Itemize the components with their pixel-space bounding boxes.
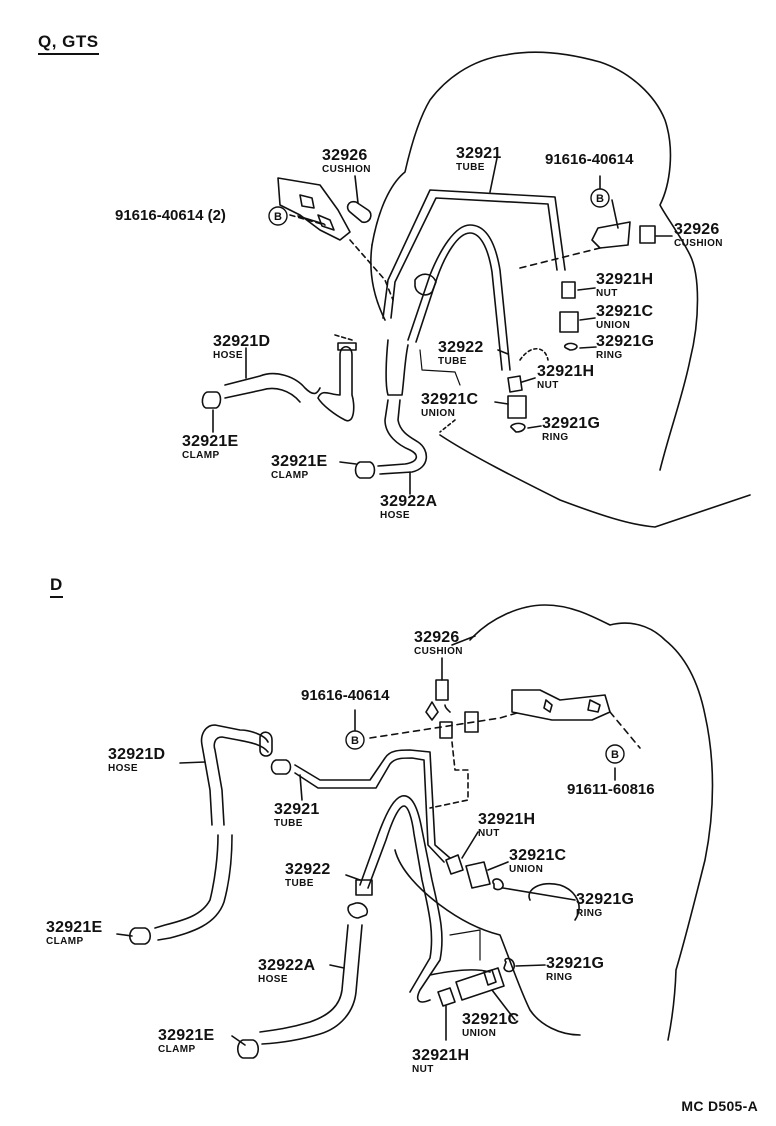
section-header-bottom: D [50,575,63,598]
ring-bottom-b [503,957,516,973]
nut-bottom-b [437,987,456,1007]
callout-b-text: B [596,193,604,205]
callout-b-bottom-right [605,744,625,764]
tube-32921-bottom [294,749,451,859]
clamp-bottom-a [128,927,152,945]
ring-top-a [563,342,578,351]
cushion-top-left-shape [346,200,372,224]
label-bolt-top-left: 91616-40614 (2) [115,207,226,224]
engine-outline-top [371,51,699,471]
drawing-code: MC D505-A [681,1098,758,1114]
callout-b-top-left [268,206,288,226]
clamp-bottom-b [236,1039,260,1059]
union-top-b [507,395,527,419]
tube-32922-top [407,224,511,371]
nut-bottom-a [445,854,464,875]
hose-32922a-bottom [259,924,349,1033]
callout-b-text: B [351,735,359,747]
union-bottom-a [465,861,491,889]
label-bolt-bottom-b: 91611-60816 [567,781,655,798]
clamp-top-b [354,461,376,479]
nut-top-a [561,281,576,299]
callout-b-text: B [274,211,282,223]
callout-b-bottom-left [345,730,365,750]
section-header-top: Q, GTS [38,32,99,55]
tube-32921-top [382,189,566,319]
hose-32921d-top [224,372,321,395]
engine-outline-bottom [469,604,714,1041]
callout-b-text: B [611,749,619,761]
ring-top-b [510,422,526,433]
bracket-top-left [277,177,351,241]
label-bolt-bottom-a: 91616-40614 [301,687,390,704]
nut-top-b [507,375,523,393]
bracket-bottom [511,689,611,721]
ring-bottom-a [492,878,504,891]
label-bolt-top-right: 91616-40614 [545,151,634,168]
bracket-top-right [591,221,631,249]
tube-32922-bottom [359,795,443,1003]
union-top-a [559,311,579,333]
callout-b-top-right [590,188,610,208]
clamp-top-a [201,391,222,409]
engine-outline-top-left [370,244,386,321]
cushion-top-right-shape [639,225,656,244]
hose-32922a-top [377,399,418,467]
engine-outline-bottom-b [394,849,581,1036]
engine-outline-top-base [439,434,751,528]
cushion-bottom-main [435,679,449,701]
